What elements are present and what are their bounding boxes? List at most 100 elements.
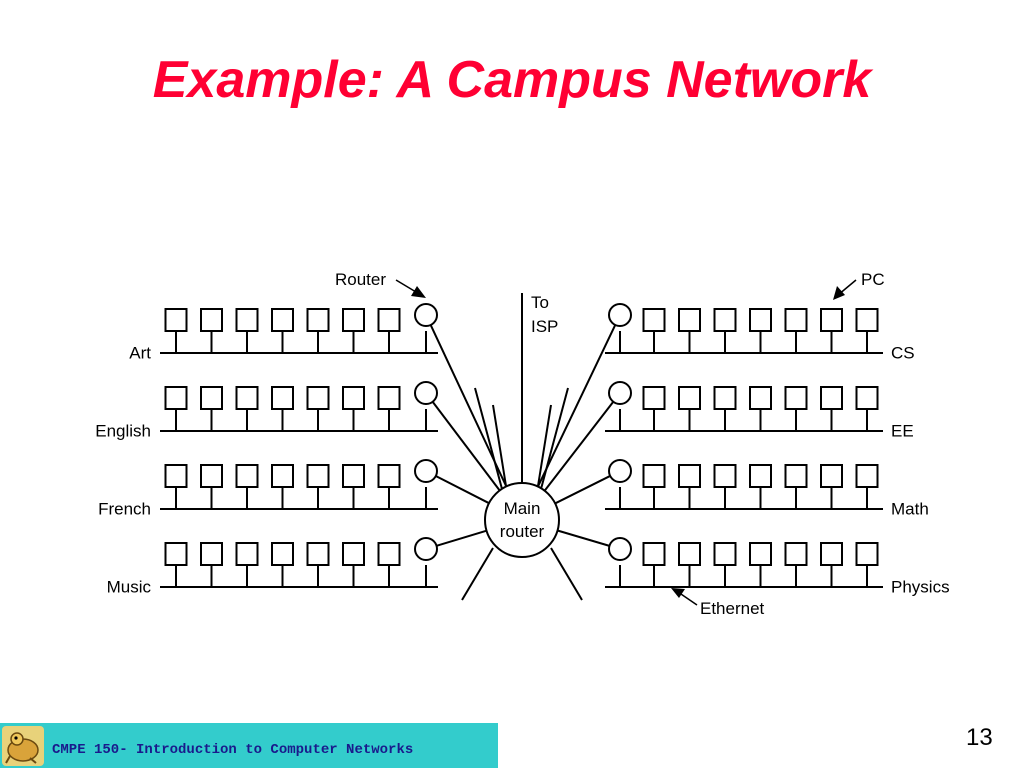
spare-link [474, 387, 503, 490]
lan-left-music: Music [107, 537, 438, 596]
ethernet-callout-arrowhead [671, 588, 685, 598]
pc-icon [200, 308, 223, 332]
pc-icon [164, 464, 188, 488]
lan-right-ee: EE [605, 381, 914, 440]
department-router [608, 303, 632, 327]
ethernet-callout-label: Ethernet [700, 599, 765, 618]
router-link [436, 529, 487, 547]
router-link [537, 324, 617, 488]
lan-left-art: Art [129, 303, 438, 362]
pc-icon [642, 386, 666, 410]
pc-icon [820, 542, 843, 566]
department-label: Physics [891, 577, 950, 596]
department-label: English [95, 421, 151, 440]
isp-label-line1: To [531, 293, 549, 312]
pc-icon [749, 464, 772, 488]
pc-icon [678, 464, 701, 488]
pc-icon [306, 542, 330, 566]
pc-icon [200, 542, 223, 566]
pc-icon [377, 386, 401, 410]
pc-icon [306, 308, 330, 332]
pc-icon [271, 464, 294, 488]
pc-icon [271, 308, 294, 332]
pc-icon [784, 464, 808, 488]
router-callout-label: Router [335, 270, 386, 289]
department-label: CS [891, 343, 915, 362]
department-router [414, 537, 438, 561]
router-callout-arrowhead [411, 286, 426, 298]
pc-callout-arrowhead [833, 286, 845, 300]
department-label: Music [107, 577, 152, 596]
pc-icon [377, 308, 401, 332]
lan-left-french: French [98, 459, 438, 518]
pc-callout-label: PC [861, 270, 885, 289]
pc-icon [820, 308, 843, 332]
mascot-logo-icon [2, 726, 44, 766]
department-label: French [98, 499, 151, 518]
spare-link [550, 547, 583, 601]
department-router [608, 381, 632, 405]
lan-right-cs: CS [605, 303, 915, 362]
pc-icon [784, 542, 808, 566]
pc-icon [642, 464, 666, 488]
pc-icon [855, 464, 879, 488]
lan-right-math: Math [605, 459, 929, 518]
main-router-label-line2: router [500, 522, 545, 541]
department-label: EE [891, 421, 914, 440]
pc-icon [235, 386, 259, 410]
pc-icon [642, 542, 666, 566]
pc-icon [749, 386, 772, 410]
router-link [557, 529, 610, 547]
pc-icon [678, 386, 701, 410]
router-link [435, 475, 490, 505]
spare-link [492, 404, 507, 487]
isp-label-line2: ISP [531, 317, 558, 336]
pc-icon [200, 464, 223, 488]
pc-icon [855, 308, 879, 332]
pc-icon [784, 386, 808, 410]
pc-icon [713, 308, 737, 332]
pc-icon [306, 386, 330, 410]
pc-icon [855, 386, 879, 410]
router-links [429, 324, 617, 601]
pc-icon [342, 386, 365, 410]
pc-icon [235, 542, 259, 566]
slide-title: Example: A Campus Network [152, 51, 872, 109]
router-link [554, 475, 611, 505]
pc-icon [855, 542, 879, 566]
router-link [431, 401, 501, 492]
department-label: Math [891, 499, 929, 518]
lan-right-physics: Physics [605, 537, 950, 596]
pc-icon [164, 386, 188, 410]
pc-icon [678, 308, 701, 332]
pc-icon [235, 308, 259, 332]
spare-link [537, 404, 552, 487]
department-router [608, 459, 632, 483]
router-link [543, 401, 615, 492]
department-router [414, 381, 438, 405]
department-label: Art [129, 343, 151, 362]
pc-icon [820, 386, 843, 410]
spare-link [540, 387, 569, 490]
pc-icon [713, 386, 737, 410]
pc-icon [164, 308, 188, 332]
pc-icon [713, 542, 737, 566]
pc-icon [749, 542, 772, 566]
pc-icon [377, 542, 401, 566]
page-number: 13 [966, 724, 993, 751]
pc-icon [642, 308, 666, 332]
pc-icon [235, 464, 259, 488]
department-router [414, 303, 438, 327]
footer-course-title: CMPE 150- Introduction to Computer Netwo… [52, 742, 414, 758]
pc-icon [271, 386, 294, 410]
spare-link [461, 547, 494, 601]
pc-icon [784, 308, 808, 332]
footer-bar [0, 723, 498, 768]
pc-icon [749, 308, 772, 332]
pc-icon [713, 464, 737, 488]
pc-icon [342, 542, 365, 566]
pc-icon [820, 464, 843, 488]
pc-icon [377, 464, 401, 488]
